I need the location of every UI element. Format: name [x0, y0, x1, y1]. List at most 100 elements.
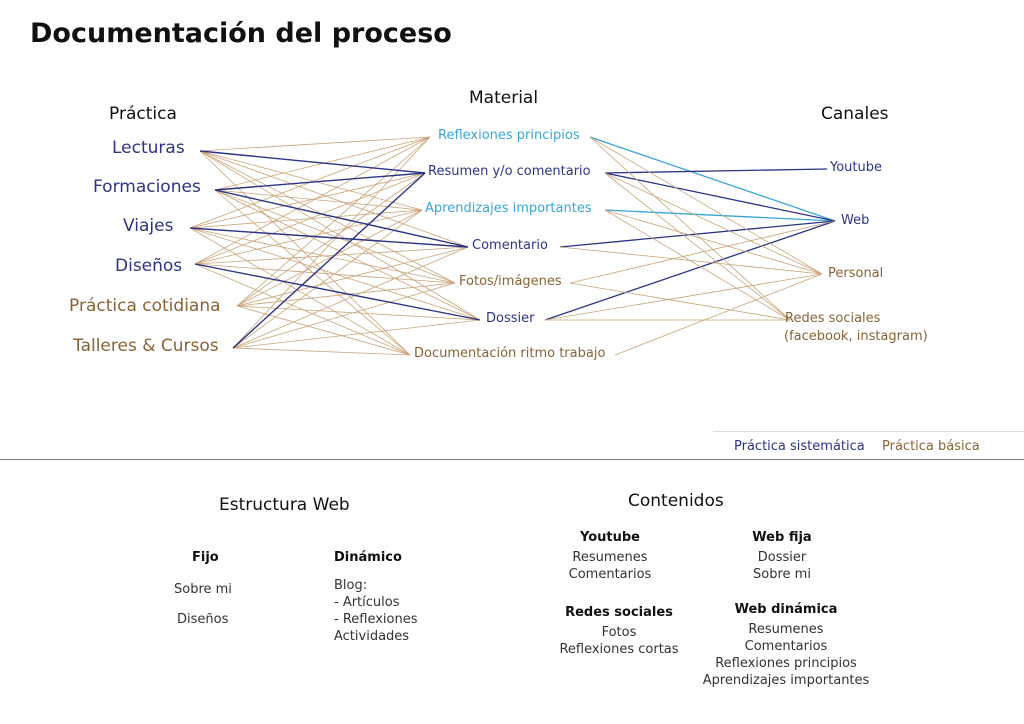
group-item: Reflexiones cortas: [559, 642, 679, 657]
legend-divider: [713, 431, 1024, 432]
group-item: Aprendizajes importantes: [702, 673, 870, 688]
canal-node-redes: Redes sociales: [785, 311, 881, 326]
material-node-comentario: Comentario: [472, 238, 548, 253]
edge-dossier-web: [544, 220, 836, 321]
legend-basica: Práctica básica: [882, 439, 980, 454]
contenidos-title: Contenidos: [628, 491, 724, 511]
group-title: Redes sociales: [565, 605, 673, 620]
edge-talleres-documentacion: [232, 347, 411, 356]
edge-reflexiones-personal: [589, 136, 823, 275]
edge-resumen-web: [604, 172, 836, 222]
canal-node-youtube: Youtube: [830, 160, 882, 175]
edge-disenos-fotos: [194, 263, 456, 284]
edge-viajes-comentario: [189, 227, 469, 248]
edge-lecturas-reflexiones: [199, 136, 431, 152]
group-title: Web fija: [752, 530, 812, 545]
section-divider: [0, 459, 1024, 460]
canal-node-web: Web: [841, 213, 870, 228]
practica-node-viajes: Viajes: [123, 216, 174, 236]
edge-cotidiana-resumen: [236, 172, 426, 307]
edge-resumen-youtube: [604, 168, 828, 174]
edge-disenos-comentario: [194, 246, 469, 265]
group-title: Youtube: [580, 530, 640, 545]
edge-disenos-resumen: [194, 172, 426, 265]
edge-talleres-aprendizajes: [232, 209, 423, 349]
edge-viajes-documentacion: [189, 227, 411, 356]
material-node-reflexiones: Reflexiones principios: [438, 128, 580, 143]
group-item: Comentarios: [744, 639, 828, 654]
material-node-fotos: Fotos/imágenes: [459, 274, 562, 289]
edge-cotidiana-comentario: [236, 246, 469, 307]
material-node-aprendizajes: Aprendizajes importantes: [425, 201, 592, 216]
edge-comentario-web: [559, 220, 836, 248]
edge-resumen-personal: [604, 172, 823, 275]
contenidos-webfija: Web fija Dossier Sobre mi: [752, 530, 811, 583]
practica-node-formaciones: Formaciones: [93, 177, 201, 197]
dinamico-item: Actividades: [334, 629, 410, 644]
edge-aprendizajes-personal: [604, 209, 823, 275]
group-title: Web dinámica: [734, 602, 838, 617]
edge-lecturas-aprendizajes: [199, 150, 423, 211]
practica-node-talleres: Talleres & Cursos: [73, 336, 219, 356]
group-item: Sobre mi: [753, 567, 811, 582]
edge-resumen-redes: [604, 172, 791, 321]
column-heading-material: Material: [469, 88, 539, 108]
group-item: Fotos: [601, 625, 637, 640]
fijo-item: Sobre mi: [174, 582, 232, 597]
contenidos-youtube: Youtube Resumenes Comentarios: [569, 530, 652, 583]
practica-node-cotidiana: Práctica cotidiana: [69, 296, 221, 316]
edge-cotidiana-reflexiones: [236, 136, 431, 307]
estructura-web-title: Estructura Web: [219, 495, 350, 515]
edge-viajes-fotos: [189, 227, 456, 284]
fijo-title: Fijo: [192, 550, 219, 565]
group-item: Comentarios: [568, 567, 652, 582]
dinamico-item: - Reflexiones: [334, 612, 418, 627]
legend-sistematica: Práctica sistemática: [734, 439, 865, 454]
column-heading-practica: Práctica: [109, 104, 177, 124]
edge-aprendizajes-redes: [604, 209, 791, 321]
page-title: Documentación del proceso: [30, 18, 452, 49]
edge-viajes-resumen: [189, 172, 426, 229]
dinamico-title: Dinámico: [334, 550, 402, 565]
dinamico-item: Blog:: [334, 578, 368, 593]
edge-cotidiana-fotos: [236, 282, 456, 307]
material-node-resumen: Resumen y/o comentario: [428, 164, 591, 179]
dinamico-item: - Artículos: [334, 595, 400, 610]
edge-cotidiana-aprendizajes: [236, 209, 423, 307]
edge-comentario-personal: [559, 246, 823, 275]
fijo-item: Diseños: [177, 612, 229, 627]
edge-formaciones-comentario: [214, 189, 469, 248]
edge-talleres-resumen: [232, 172, 426, 349]
edge-dossier-personal: [544, 273, 823, 321]
edge-talleres-dossier: [232, 319, 481, 349]
edge-reflexiones-web: [589, 136, 836, 222]
group-item: Reflexiones principios: [715, 656, 857, 671]
contenidos-webdinamica: Web dinámica Resumenes Comentarios Refle…: [703, 602, 870, 689]
edge-talleres-fotos: [232, 282, 456, 349]
material-node-documentacion: Documentación ritmo trabajo: [414, 346, 606, 361]
edge-formaciones-resumen: [214, 172, 426, 191]
canal-node-redes-sub: (facebook, instagram): [784, 329, 928, 344]
edge-lecturas-resumen: [199, 150, 426, 174]
group-item: Dossier: [757, 550, 807, 565]
edge-disenos-reflexiones: [194, 136, 431, 265]
material-node-dossier: Dossier: [486, 311, 535, 326]
edge-documentacion-personal: [614, 273, 823, 356]
edge-fotos-redes: [569, 282, 791, 321]
edge-aprendizajes-web: [604, 209, 836, 222]
edge-fotos-web: [569, 220, 836, 284]
dinamico-items: Blog: - Artículos - Reflexiones Activida…: [334, 577, 418, 645]
edge-talleres-comentario: [232, 246, 469, 349]
edge-talleres-reflexiones: [232, 136, 431, 349]
edge-lecturas-comentario: [199, 150, 469, 248]
canal-node-personal: Personal: [828, 266, 884, 281]
group-item: Resumenes: [748, 622, 824, 637]
edge-disenos-aprendizajes: [194, 209, 423, 265]
group-item: Resumenes: [572, 550, 648, 565]
practica-node-disenos: Diseños: [115, 256, 183, 276]
edge-reflexiones-redes: [589, 136, 791, 321]
practica-node-lecturas: Lecturas: [112, 138, 185, 158]
column-heading-canales: Canales: [821, 104, 889, 124]
